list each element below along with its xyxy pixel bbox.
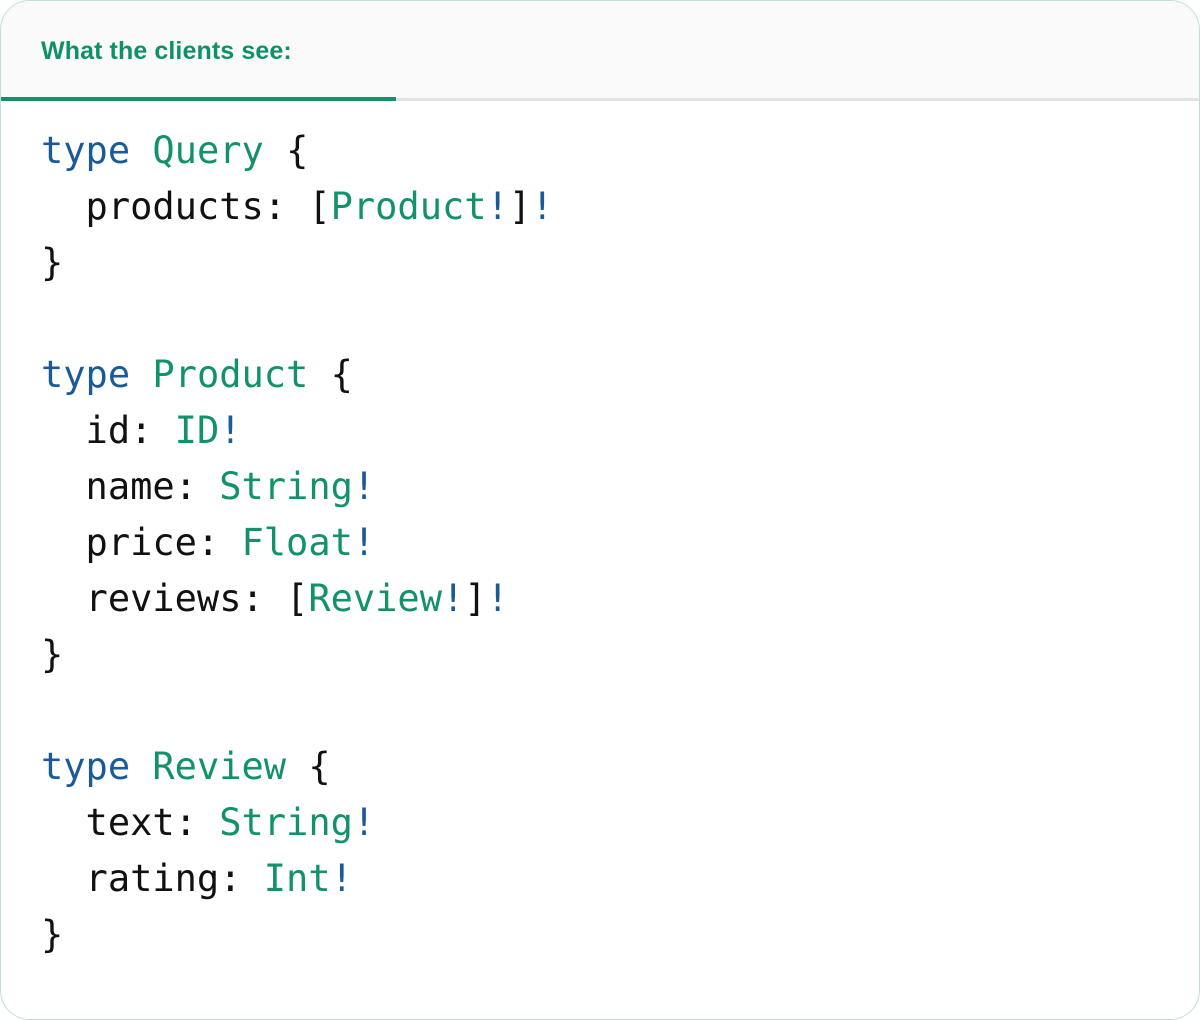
code-line: products: [Product!]!: [41, 179, 1159, 235]
code-token-bang: !: [352, 801, 376, 844]
code-token-plain: [130, 745, 152, 788]
code-line: type Product {: [41, 347, 1159, 403]
code-token-bang: !: [219, 409, 242, 452]
code-line: rating: Int!: [41, 851, 1159, 907]
code-token-punct: {: [286, 129, 309, 172]
code-token-punct: :: [219, 857, 264, 900]
code-token-punct: :: [196, 521, 242, 564]
code-line: }: [41, 907, 1159, 963]
code-token-bang: !: [486, 185, 509, 228]
code-token-keyword: type: [41, 745, 131, 788]
code-token-typename: Review: [308, 577, 442, 620]
code-token-punct: :: [241, 577, 287, 620]
code-token-bang: !: [486, 577, 509, 620]
code-token-keyword: type: [41, 129, 131, 172]
code-token-punct: }: [41, 241, 64, 284]
code-token-bang: !: [330, 857, 353, 900]
code-token-field: name: [41, 465, 175, 508]
code-line: name: String!: [41, 459, 1159, 515]
code-line: [41, 291, 1159, 347]
code-line: type Review {: [41, 739, 1159, 795]
code-token-punct: }: [41, 913, 64, 956]
code-token-typename: Int: [263, 857, 331, 900]
code-token-punct: ]: [508, 185, 532, 228]
code-panel: type Query { products: [Product!]!} type…: [1, 101, 1199, 1019]
code-token-bang: !: [531, 185, 554, 228]
code-token-punct: }: [41, 633, 64, 676]
code-line: }: [41, 627, 1159, 683]
code-token-punct: [: [308, 185, 331, 228]
code-token-keyword: type: [41, 353, 131, 396]
code-token-field: rating: [41, 857, 220, 900]
tab-what-the-clients-see[interactable]: What the clients see:: [1, 1, 396, 101]
code-token-field: id: [41, 409, 131, 452]
code-token-typename: ID: [174, 409, 220, 452]
tab-label: What the clients see:: [41, 36, 292, 65]
code-token-field: products: [41, 185, 264, 228]
code-token-punct: :: [174, 801, 220, 844]
code-token-typename: String: [219, 465, 353, 508]
code-line: [41, 683, 1159, 739]
code-token-punct: :: [263, 185, 309, 228]
code-token-typename: Product: [330, 185, 487, 228]
code-line: price: Float!: [41, 515, 1159, 571]
code-token-punct: ]: [464, 577, 487, 620]
code-token-field: price: [41, 521, 197, 564]
code-token-plain: [308, 353, 330, 396]
code-token-bang: !: [441, 577, 465, 620]
code-token-bang: !: [352, 465, 376, 508]
code-token-typename: String: [219, 801, 353, 844]
code-token-typename: Product: [152, 353, 309, 396]
graphql-schema-code[interactable]: type Query { products: [Product!]!} type…: [1, 123, 1199, 963]
code-token-punct: :: [130, 409, 175, 452]
code-line: id: ID!: [41, 403, 1159, 459]
tab-bar: What the clients see:: [1, 1, 1199, 101]
code-line: type Query {: [41, 123, 1159, 179]
code-line: }: [41, 235, 1159, 291]
code-line: reviews: [Review!]!: [41, 571, 1159, 627]
code-token-punct: :: [174, 465, 220, 508]
code-token-field: reviews: [41, 577, 242, 620]
code-token-plain: [130, 353, 152, 396]
code-token-typename: Review: [152, 745, 287, 788]
code-token-plain: [264, 129, 286, 172]
code-token-plain: [286, 745, 308, 788]
code-token-typename: Query: [152, 129, 264, 172]
code-token-bang: !: [352, 521, 376, 564]
code-token-plain: [130, 129, 152, 172]
code-token-punct: [: [286, 577, 309, 620]
code-token-typename: Float: [241, 521, 353, 564]
code-token-field: text: [41, 801, 175, 844]
code-line: text: String!: [41, 795, 1159, 851]
code-token-punct: {: [330, 353, 353, 396]
code-token-punct: {: [308, 745, 331, 788]
